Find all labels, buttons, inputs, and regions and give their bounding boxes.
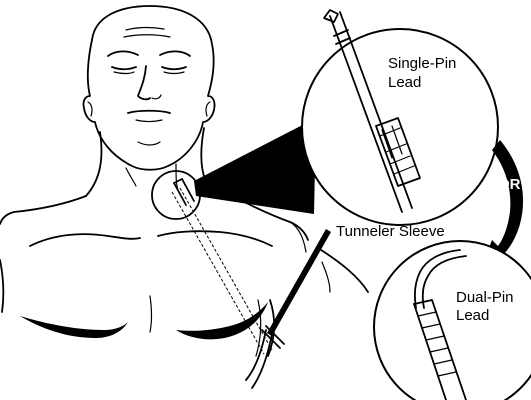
pectoral-right xyxy=(176,302,268,339)
pectoral-left xyxy=(20,316,128,338)
dual-pin-detail xyxy=(374,241,531,400)
neck-left xyxy=(86,132,101,196)
dual-pin-label-line2: Lead xyxy=(456,307,489,324)
single-pin-label-line1: Single-Pin xyxy=(388,55,456,72)
neck-right xyxy=(201,128,206,182)
dual-pin-label-line1: Dual-Pin xyxy=(456,289,514,306)
tunneler-sleeve-pointer xyxy=(267,229,331,336)
clavicle-left xyxy=(30,234,140,246)
shoulder-left xyxy=(0,196,86,224)
clavicle-right xyxy=(158,231,272,246)
or-label: OR xyxy=(498,176,521,193)
zoom-wedge xyxy=(194,118,316,214)
single-pin-label-line2: Lead xyxy=(388,74,421,91)
single-pin-detail xyxy=(302,10,498,225)
tunneler-sleeve-label: Tunneler Sleeve xyxy=(336,223,445,240)
